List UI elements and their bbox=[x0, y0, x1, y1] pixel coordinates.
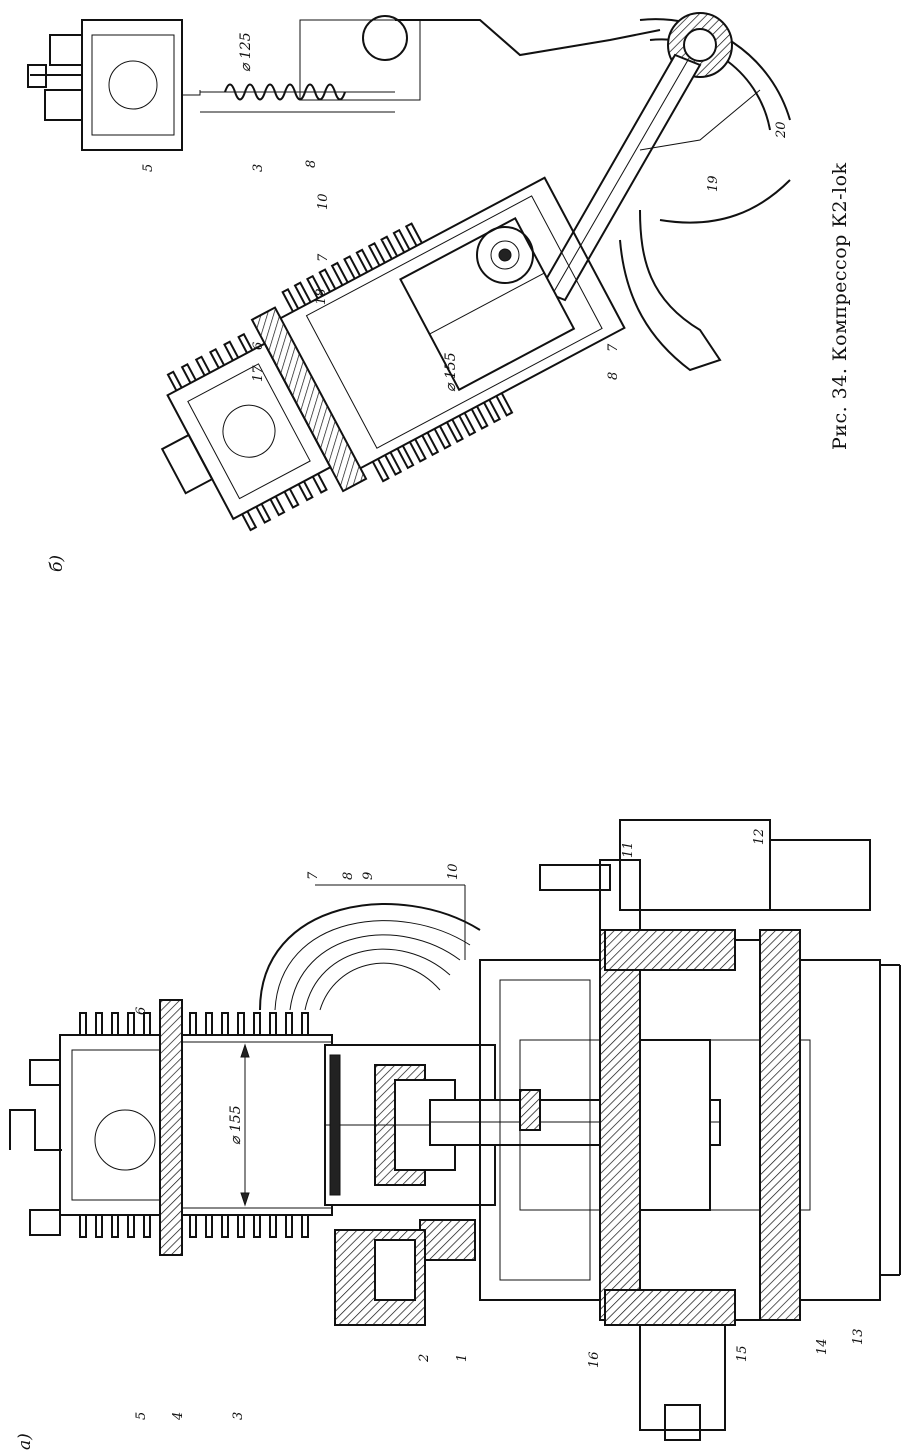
callout-a-4: 4 bbox=[171, 1412, 186, 1421]
callout-a-3: 3 bbox=[231, 1412, 246, 1420]
panel-label-b: б) bbox=[47, 555, 67, 572]
callout-a-15: 15 bbox=[735, 1345, 750, 1362]
callout-b-19: 19 bbox=[706, 175, 721, 192]
callout-a-7: 7 bbox=[306, 871, 321, 880]
callout-b-20: 20 bbox=[774, 121, 789, 139]
figure-caption: Рис. 34. Компрессор К2-lok bbox=[829, 162, 851, 450]
callout-a-5: 5 bbox=[134, 1412, 149, 1420]
callout-a-13: 13 bbox=[851, 1328, 866, 1345]
callout-b-18: 18 bbox=[314, 288, 329, 305]
dimension-b-bore: ⌀ 155 bbox=[443, 352, 459, 392]
callout-b-17: 17 bbox=[251, 365, 266, 382]
figure-b-drawing bbox=[27, 12, 791, 532]
callout-b-6: 6 bbox=[251, 342, 266, 350]
figure-a-drawing bbox=[9, 819, 901, 1441]
callout-b-7-bottom: 7 bbox=[606, 343, 621, 352]
callout-a-9: 9 bbox=[361, 872, 376, 880]
dimension-b-top: ⌀ 125 bbox=[238, 32, 254, 72]
callout-b-8-bottom: 8 bbox=[606, 372, 621, 380]
callout-a-2: 2 bbox=[417, 1354, 432, 1363]
callout-b-7-top: 7 bbox=[316, 253, 331, 262]
callout-b-5: 5 bbox=[141, 164, 156, 172]
callout-a-14: 14 bbox=[815, 1338, 830, 1355]
panel-label-a: а) bbox=[15, 1433, 35, 1450]
callout-b-8-top: 8 bbox=[304, 160, 319, 168]
dimension-a-bore: ⌀ 155 bbox=[228, 1105, 244, 1145]
callout-b-3: 3 bbox=[251, 164, 266, 172]
callout-a-11: 11 bbox=[621, 841, 636, 858]
callout-a-10: 10 bbox=[446, 863, 461, 880]
callout-a-8: 8 bbox=[341, 872, 356, 880]
callout-a-6: 6 bbox=[134, 1007, 149, 1015]
callout-a-16: 16 bbox=[587, 1351, 602, 1368]
callout-a-1: 1 bbox=[455, 1354, 470, 1362]
callout-b-10: 10 bbox=[316, 193, 331, 210]
callout-a-12: 12 bbox=[752, 828, 767, 845]
